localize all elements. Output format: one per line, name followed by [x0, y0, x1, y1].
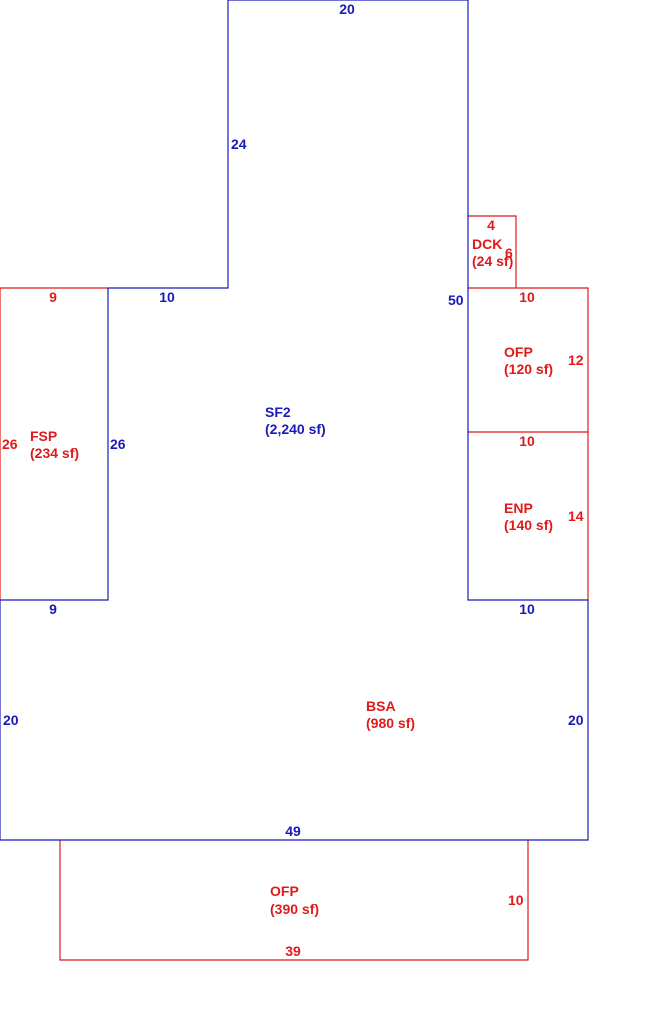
dck-outline — [468, 215, 517, 288]
dck-area: (24 sf) — [472, 253, 513, 269]
sf2-name: SF2 — [265, 404, 291, 420]
dim-sf2-bottom-left: 9 — [49, 601, 57, 617]
dim-enp-top: 10 — [519, 433, 535, 449]
dim-sf2-right: 50 — [448, 292, 464, 308]
dim-sf2-step: 10 — [159, 289, 175, 305]
dim-ofp-side-top: 10 — [519, 289, 535, 305]
bsa-area: (980 sf) — [366, 715, 415, 731]
ofp-front-name: OFP — [270, 883, 299, 899]
dim-dck-right: 6 — [505, 245, 513, 261]
ofp-front-outline — [59, 840, 529, 961]
ofp-side-name: OFP — [504, 344, 533, 360]
addition-outlines — [0, 215, 589, 961]
dim-sf2-top: 20 — [339, 1, 355, 17]
dim-enp-right: 14 — [568, 508, 584, 524]
dim-bsa-left: 20 — [3, 712, 19, 728]
fsp-name: FSP — [30, 428, 57, 444]
dim-sf2-left: 26 — [110, 436, 126, 452]
sf2-area: (2,240 sf) — [265, 421, 326, 437]
dim-sf2-upper-left: 24 — [231, 136, 247, 152]
ofp-side-area: (120 sf) — [504, 361, 553, 377]
fsp-outline — [0, 287, 108, 600]
dim-bsa-right: 20 — [568, 712, 584, 728]
enp-area: (140 sf) — [504, 517, 553, 533]
sf2-outline — [0, 0, 589, 841]
dim-ofp-front-right: 10 — [508, 892, 524, 908]
dim-fsp-left: 26 — [2, 436, 18, 452]
dim-fsp-top: 9 — [49, 289, 57, 305]
fsp-area: (234 sf) — [30, 445, 79, 461]
dck-name: DCK — [472, 236, 502, 252]
enp-name: ENP — [504, 500, 533, 516]
ofp-front-area: (390 sf) — [270, 901, 319, 917]
dimension-labels: 20 24 10 50 26 9 10 20 20 49 9 26 4 6 10… — [2, 1, 584, 959]
ofp-enp-outline — [468, 287, 589, 600]
dim-sf2-bottom-right: 10 — [519, 601, 535, 617]
dim-ofp-front-bottom: 39 — [285, 943, 301, 959]
dim-dck-top: 4 — [487, 217, 495, 233]
dim-bsa-bottom: 49 — [285, 823, 301, 839]
main-outlines — [0, 0, 589, 841]
bsa-name: BSA — [366, 698, 396, 714]
dim-ofp-side-right: 12 — [568, 352, 584, 368]
area-labels: SF2 (2,240 sf) BSA (980 sf) FSP (234 sf)… — [30, 236, 553, 917]
